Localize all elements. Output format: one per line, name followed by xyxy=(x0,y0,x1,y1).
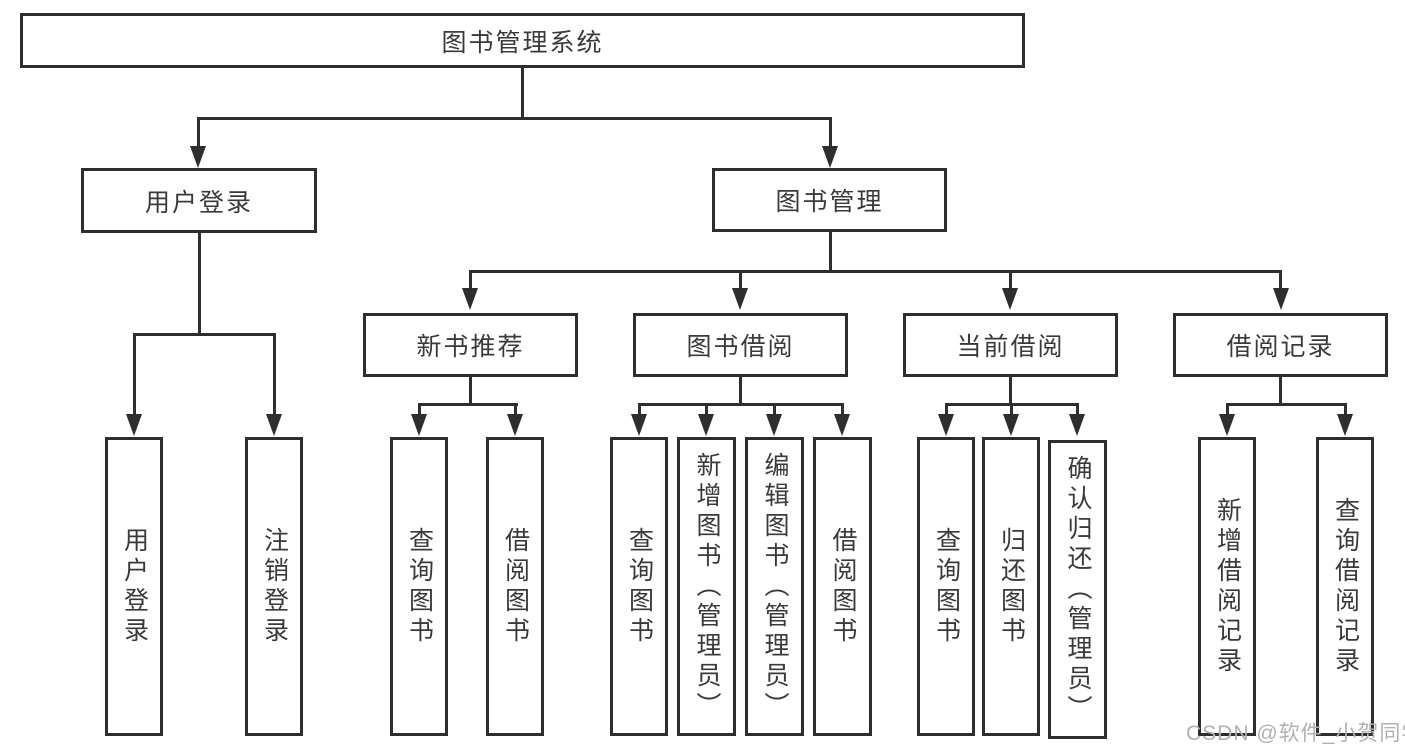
arrowhead-g3-query xyxy=(938,414,954,436)
connector-stub-g4-add xyxy=(1226,403,1229,417)
node-new-book-recommendation: 新书推荐 xyxy=(363,313,578,377)
connector-stub-g2-add xyxy=(705,403,708,417)
leaf-borrow-books-recommend: 借阅图书 xyxy=(486,437,544,736)
connector-stub-g4-query xyxy=(1344,403,1347,417)
arrowhead-g2-edit xyxy=(766,414,782,436)
arrowhead-g1-borrow xyxy=(507,414,523,436)
connector-stub-g1-query xyxy=(418,403,421,417)
arrowhead-leaf-user-login xyxy=(126,414,142,436)
connector-stub-current-borrowing xyxy=(1009,270,1012,291)
leaf-confirm-return-admin: 确认归还（管理员） xyxy=(1048,440,1107,739)
arrowhead-g2-borrow xyxy=(834,414,850,436)
arrowhead-g4-add xyxy=(1219,414,1235,436)
node-library-management-system: 图书管理系统 xyxy=(20,13,1025,68)
connector-user-login-split xyxy=(133,333,276,336)
connector-book-management-drop xyxy=(829,231,832,272)
csdn-watermark: CSDN @软件_小贺同学 xyxy=(1186,722,1405,745)
leaf-query-books-current: 查询图书 xyxy=(917,437,975,736)
connector-group4-drop xyxy=(1279,376,1282,405)
leaf-borrow-books-borrowing: 借阅图书 xyxy=(813,437,872,736)
arrowhead-borrowing-records xyxy=(1273,288,1289,310)
connector-stub-borrowing-records xyxy=(1279,270,1282,291)
connector-stub-g3-query xyxy=(945,403,948,417)
connector-stub-new-book xyxy=(469,270,472,291)
connector-root-drop xyxy=(521,68,524,119)
node-book-management: 图书管理 xyxy=(712,168,947,232)
leaf-user-login: 用户登录 xyxy=(105,437,163,736)
connector-stub-book-management xyxy=(829,117,832,150)
arrowhead-user-login xyxy=(190,146,206,168)
leaf-add-book-admin: 新增图书（管理员） xyxy=(677,437,736,736)
leaf-query-books-recommend: 查询图书 xyxy=(390,437,448,736)
arrowhead-g3-confirm xyxy=(1069,414,1085,436)
connector-user-login-drop xyxy=(198,232,201,335)
node-user-login: 用户登录 xyxy=(81,168,317,233)
connector-stub-leaf-user-login xyxy=(133,333,136,417)
leaf-query-borrow-record: 查询借阅记录 xyxy=(1316,437,1374,736)
leaf-query-books-borrowing: 查询图书 xyxy=(610,437,668,736)
arrowhead-g4-query xyxy=(1337,414,1353,436)
connector-group3-drop xyxy=(1009,376,1012,405)
node-current-borrowing: 当前借阅 xyxy=(903,313,1118,377)
arrowhead-g3-return xyxy=(1003,414,1019,436)
connector-level3-split xyxy=(469,270,1281,273)
connector-stub-g2-query xyxy=(638,403,641,417)
arrowhead-current-borrowing xyxy=(1002,288,1018,310)
node-borrowing-records: 借阅记录 xyxy=(1173,313,1388,377)
connector-stub-leaf-logout xyxy=(273,333,276,417)
arrowhead-new-book xyxy=(462,288,478,310)
connector-group1-drop xyxy=(469,376,472,405)
connector-level2-split xyxy=(197,117,832,120)
arrowhead-g1-query xyxy=(411,414,427,436)
arrowhead-leaf-logout xyxy=(266,414,282,436)
leaf-add-borrow-record: 新增借阅记录 xyxy=(1198,437,1256,736)
leaf-return-books: 归还图书 xyxy=(982,437,1040,736)
leaf-logout: 注销登录 xyxy=(245,437,303,736)
leaf-edit-book-admin: 编辑图书（管理员） xyxy=(745,437,804,736)
connector-group4-split xyxy=(1226,403,1347,406)
arrowhead-book-borrowing xyxy=(732,288,748,310)
connector-group1-split xyxy=(418,403,518,406)
connector-stub-user-login xyxy=(197,117,200,150)
connector-stub-g3-return xyxy=(1010,403,1013,417)
connector-stub-g2-edit xyxy=(773,403,776,417)
connector-stub-g2-borrow xyxy=(841,403,844,417)
connector-stub-book-borrowing xyxy=(739,270,742,291)
connector-stub-g3-confirm xyxy=(1076,403,1079,417)
connector-group2-split xyxy=(638,403,844,406)
node-book-borrowing: 图书借阅 xyxy=(633,313,848,377)
connector-stub-g1-borrow xyxy=(514,403,517,417)
arrowhead-book-management xyxy=(822,146,838,168)
connector-group2-drop xyxy=(739,376,742,405)
arrowhead-g2-add xyxy=(698,414,714,436)
arrowhead-g2-query xyxy=(631,414,647,436)
